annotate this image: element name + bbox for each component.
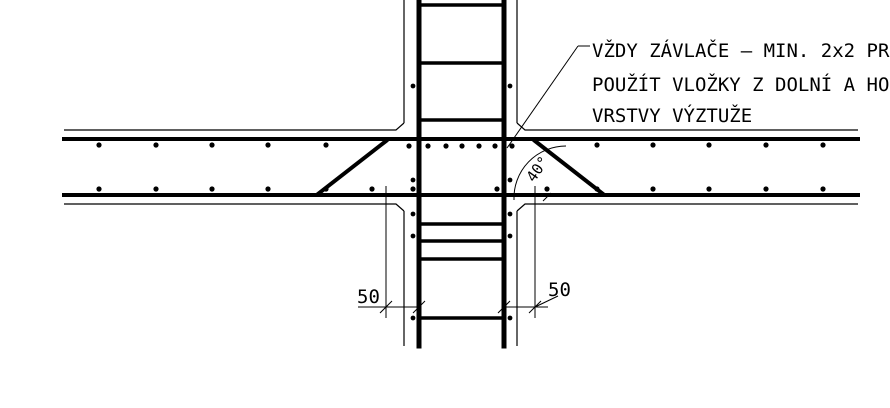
bar-section-dot [443,143,449,149]
dimension-label-left: 50 [357,286,380,308]
angle-arc [513,145,567,201]
bar-section-dot [507,211,513,217]
bar-section-dot [763,142,769,148]
bar-section-dot [763,186,769,192]
bar-section-dot [96,186,102,192]
bar-section-dot [492,143,498,149]
slab-bottom-face-right [516,203,858,212]
bar-section-dot [153,142,159,148]
slab-bottom-face-left [64,203,405,212]
bar-section-dot [265,186,271,192]
annotation-line-3: VRSTVY VÝZTUŽE [592,104,752,127]
angle-tick [542,192,552,202]
bar-sections [96,83,826,321]
bar-section-dot [820,142,826,148]
leader-line [506,45,579,149]
bent-bar-left [315,138,389,197]
dimension-lines [358,145,567,318]
bar-section-dot [706,142,712,148]
bar-section-dot [410,177,416,183]
bar-section-dot [425,143,431,149]
bar-section-dot [410,83,416,89]
bar-section-dot [96,142,102,148]
dimension-label-right: 50 [548,279,571,301]
bar-section-dot [265,142,271,148]
slab-top-face-right [516,122,858,131]
bar-section-dot [209,186,215,192]
bar-section-dot [706,186,712,192]
bar-section-dot [509,143,515,149]
bar-section-dot [369,186,375,192]
bar-section-dot [323,142,329,148]
bar-section-dot [820,186,826,192]
bar-section-dot [507,83,513,89]
annotation-line-1: VŽDY ZÁVLAČE – MIN. 2x2 PR [592,38,890,62]
bar-section-dot [594,186,600,192]
bar-section-dot [209,142,215,148]
dimension-tick [497,300,511,314]
bar-section-dot [323,186,329,192]
concrete-outline [64,0,858,346]
dimension-leader-right [534,295,559,308]
bar-section-dot [410,211,416,217]
angle-label: 40° [523,153,553,186]
bar-section-dot [594,142,600,148]
bar-section-dot [406,143,412,149]
bar-section-dot [507,233,513,239]
bar-section-dot [153,186,159,192]
bar-section-dot [544,186,550,192]
slab-top-face-left [64,122,405,131]
bar-section-dot [459,143,465,149]
bar-section-dot [650,142,656,148]
column-reinforcement [416,0,507,349]
bar-section-dot [410,186,416,192]
bar-section-dot [650,186,656,192]
dimension-tick [412,300,426,314]
bar-section-dot [410,315,416,321]
bar-section-dot [507,177,513,183]
annotation-leader [506,45,590,149]
bar-section-dot [476,143,482,149]
annotation-line-2: POUŽÍT VLOŽKY Z DOLNÍ A HO [592,73,889,96]
bar-section-dot [507,315,513,321]
bar-section-dot [410,233,416,239]
bar-section-dot [494,186,500,192]
